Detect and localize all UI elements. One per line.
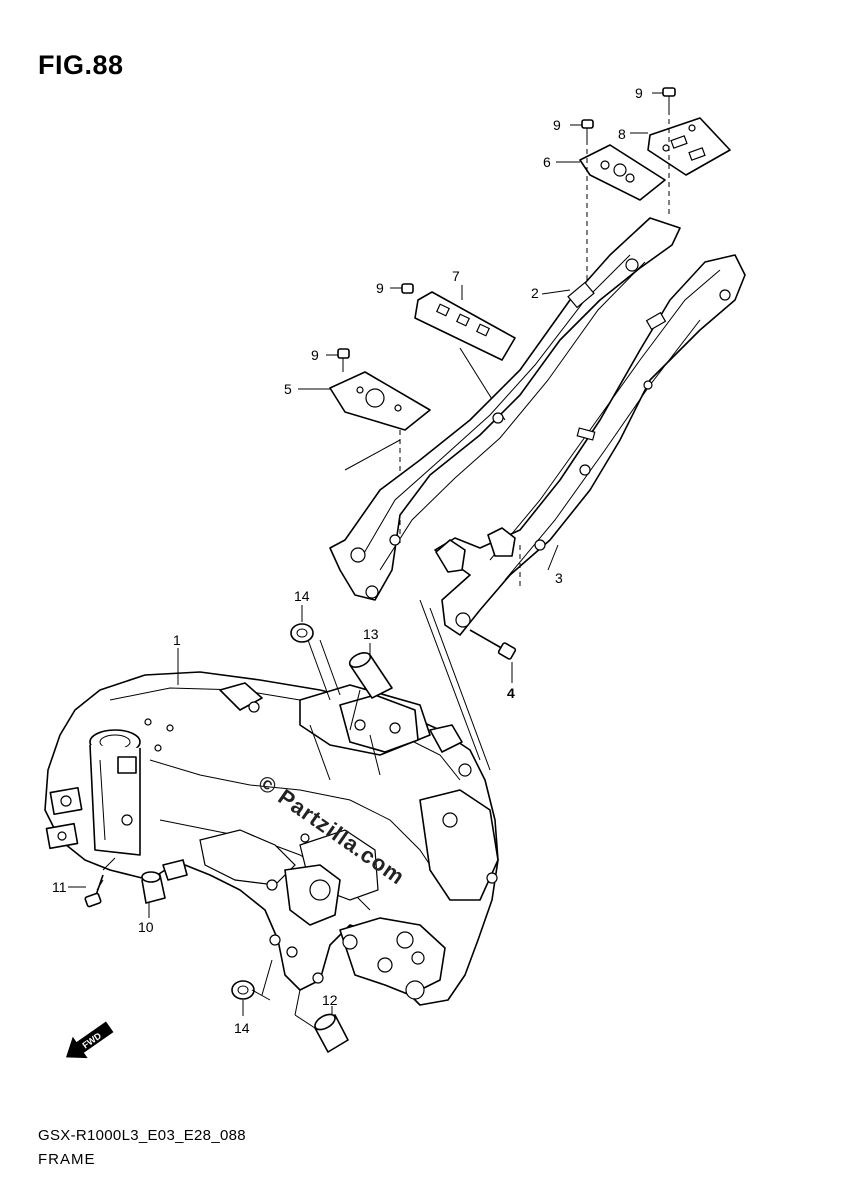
spacer-10-mate [162,859,188,881]
bolt-4 [469,629,517,660]
bolt-9-top [662,87,676,110]
bolt-9-fourth [337,348,350,372]
callout-9-top: 9 [635,85,643,101]
callout-9-second: 9 [553,117,561,133]
fwd-arrow-icon: FWD [66,1021,114,1059]
plate-5 [329,371,431,431]
callout-12: 12 [322,992,338,1008]
main-frame-1 [44,671,499,1006]
spacer-10 [141,871,166,904]
seat-rail-3 [434,254,746,636]
callout-9-fourth: 9 [311,347,319,363]
cushion-14-lower [231,980,255,1000]
seat-rail-2 [329,217,681,601]
spacer-12 [314,1013,349,1053]
bracket-8 [647,117,731,176]
bolt-9-second [581,119,594,140]
callout-6: 6 [543,154,551,170]
bolt-9-third [401,283,414,294]
callout-9-third: 9 [376,280,384,296]
callout-8: 8 [618,126,626,142]
callout-2: 2 [531,285,539,301]
callout-5: 5 [284,381,292,397]
callout-1: 1 [173,632,181,648]
callout-3: 3 [555,570,563,586]
diagram-name: FRAME [38,1151,96,1168]
callout-10: 10 [138,919,154,935]
figure-title: FIG.88 [38,50,124,80]
bolt-11 [84,874,104,908]
callout-11: 11 [52,879,67,895]
cushion-14-upper [290,623,314,643]
callout-14-upper: 14 [294,588,310,604]
diagram-code: GSX-R1000L3_E03_E28_088 [38,1127,246,1144]
callout-7: 7 [452,268,460,284]
plate-7 [414,291,516,361]
callout-14-lower: 14 [234,1020,250,1036]
spacer-13 [348,652,393,699]
plate-6 [579,144,666,201]
callout-13: 13 [363,626,379,642]
callout-4: 4 [507,685,515,701]
